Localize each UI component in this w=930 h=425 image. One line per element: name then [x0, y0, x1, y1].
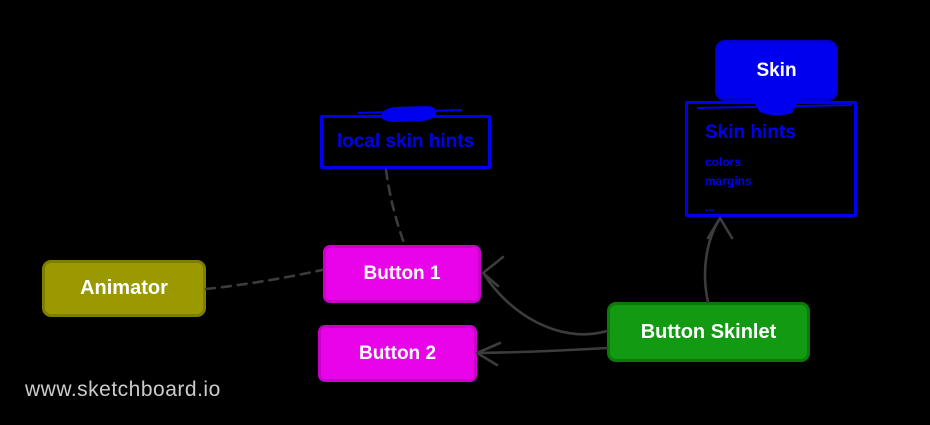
skin-hints-title: Skin hints: [705, 122, 796, 143]
skin-hints-item-ellipsis: ...: [705, 200, 716, 214]
node-local-skin-hints[interactable]: local skin hints: [320, 115, 491, 169]
node-button-2[interactable]: Button 2: [318, 325, 477, 382]
edge-localhints-button1[interactable]: [384, 168, 406, 245]
node-button-1[interactable]: Button 1: [323, 245, 481, 303]
arrowhead-button1: [481, 255, 505, 288]
edge-skinlet-button1[interactable]: [482, 272, 609, 336]
edge-skinlet-skinhints[interactable]: [703, 218, 721, 304]
node-button-1-label: Button 1: [363, 263, 441, 284]
edge-skinlet-button2[interactable]: [477, 346, 609, 355]
node-animator-label: Animator: [80, 277, 168, 299]
skin-hints-item-margins: margins: [705, 174, 752, 188]
skin-hints-item-colors: colors: [705, 155, 742, 169]
node-animator[interactable]: Animator: [42, 260, 206, 317]
node-skin-hints[interactable]: Skin hints colors margins ...: [685, 101, 857, 217]
node-skin[interactable]: Skin: [715, 40, 838, 101]
node-button-skinlet-label: Button Skinlet: [640, 320, 777, 343]
sketch-stroke-local-hints: [357, 109, 463, 114]
node-local-skin-hints-label: local skin hints: [336, 131, 475, 152]
sketchboard-watermark: www.sketchboard.io: [25, 378, 221, 401]
node-button-2-label: Button 2: [358, 342, 437, 364]
node-button-skinlet[interactable]: Button Skinlet: [607, 302, 810, 362]
node-skin-label: Skin: [756, 59, 797, 81]
edge-animator-button1[interactable]: [204, 268, 324, 291]
